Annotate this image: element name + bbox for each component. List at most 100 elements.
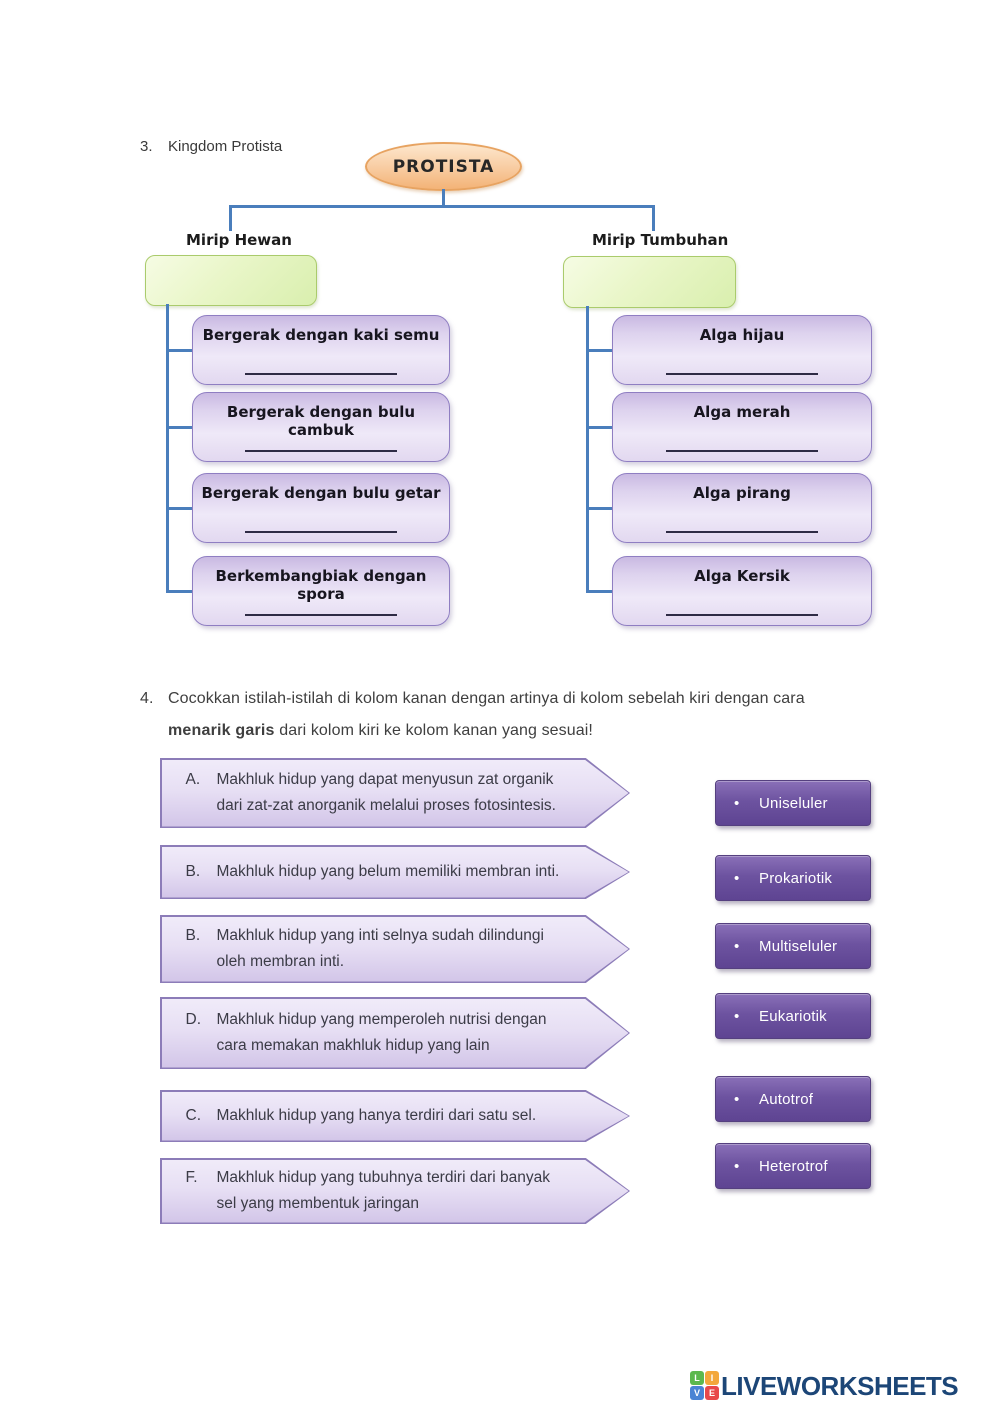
definition-letter: B. xyxy=(185,863,201,880)
logo-square-i: I xyxy=(705,1371,719,1385)
term-button-multiseluler[interactable]: • Multiseluler xyxy=(715,923,871,969)
term-label: Heterotrof xyxy=(759,1157,828,1175)
tree-connector-left-drop xyxy=(229,205,232,231)
protista-root-node: PROTISTA xyxy=(365,142,522,191)
term-label: Multiseluler xyxy=(759,937,838,955)
right-branch-line-3 xyxy=(586,507,612,510)
term-button-heterotrof[interactable]: • Heterotrof xyxy=(715,1143,871,1189)
definition-card-d[interactable]: D. Makhluk hidup yang memperoleh nutrisi… xyxy=(160,997,630,1069)
answer-blank[interactable] xyxy=(666,614,818,616)
answer-blank[interactable] xyxy=(245,614,397,616)
diagram-box-title: Alga merah xyxy=(693,403,791,421)
definition-letter: B. xyxy=(185,927,201,944)
definition-line: Makhluk hidup yang dapat menyusun zat or… xyxy=(216,771,554,788)
section-4-number: 4. xyxy=(140,690,154,707)
bullet-icon: • xyxy=(734,794,740,812)
tree-connector-stub xyxy=(442,189,445,207)
left-branch-line-4 xyxy=(166,590,192,593)
section-3-heading: 3. Kingdom Protista xyxy=(140,138,282,155)
left-branch-line-2 xyxy=(166,426,192,429)
definition-card-f[interactable]: F. Makhluk hidup yang tubuhnya terdiri d… xyxy=(160,1158,630,1224)
left-branch-line-3 xyxy=(166,507,192,510)
term-label: Prokariotik xyxy=(759,869,833,887)
instruction-bold-text: menarik garis xyxy=(168,722,275,739)
branch-label-mirip-tumbuhan: Mirip Tumbuhan xyxy=(592,231,729,249)
bullet-icon: • xyxy=(734,937,740,955)
bullet-icon: • xyxy=(734,1090,740,1108)
protista-root-label: PROTISTA xyxy=(392,156,495,177)
answer-blank[interactable] xyxy=(666,450,818,452)
term-button-autotrof[interactable]: • Autotrof xyxy=(715,1076,871,1122)
definition-letter: F. xyxy=(185,1169,198,1186)
branch-label-mirip-hewan: Mirip Hewan xyxy=(186,231,292,249)
definition-card-inner: A. Makhluk hidup yang dapat menyusun zat… xyxy=(161,759,629,827)
liveworksheets-logo: L I V E xyxy=(690,1371,719,1400)
right-branch-line-2 xyxy=(586,426,612,429)
definition-line: Makhluk hidup yang inti selnya sudah dil… xyxy=(216,927,544,944)
diagram-box-title: Bergerak dengan kaki semu xyxy=(202,326,440,344)
definition-card-b2[interactable]: B. Makhluk hidup yang inti selnya sudah … xyxy=(160,915,630,983)
definition-letter: C. xyxy=(185,1107,202,1124)
term-label: Eukariotik xyxy=(759,1007,827,1025)
answer-blank[interactable] xyxy=(245,450,397,452)
definition-line: sel yang membentuk jaringan xyxy=(216,1195,419,1212)
answer-blank[interactable] xyxy=(245,373,397,375)
answer-blank[interactable] xyxy=(666,531,818,533)
definition-card-c[interactable]: C. Makhluk hidup yang hanya terdiri dari… xyxy=(160,1090,630,1142)
term-button-uniseluler[interactable]: • Uniseluler xyxy=(715,780,871,826)
answer-blank[interactable] xyxy=(245,531,397,533)
logo-square-e: E xyxy=(705,1386,719,1400)
definition-card-inner: C. Makhluk hidup yang hanya terdiri dari… xyxy=(161,1091,629,1141)
tree-connector-horizontal xyxy=(229,205,655,208)
term-label: Uniseluler xyxy=(759,794,828,812)
diagram-box-title: Bergerak dengan bulu getar xyxy=(201,484,441,502)
term-button-prokariotik[interactable]: • Prokariotik xyxy=(715,855,871,901)
right-branch-line-4 xyxy=(586,590,612,593)
definition-card-inner: B. Makhluk hidup yang inti selnya sudah … xyxy=(161,916,629,982)
instruction-text-1: Cocokkan istilah-istilah di kolom kanan … xyxy=(168,690,805,707)
section-4-instruction-line2: menarik garis dari kolom kiri ke kolom k… xyxy=(168,722,593,740)
diagram-box-alga-pirang: Alga pirang xyxy=(612,473,872,543)
diagram-box-alga-kersik: Alga Kersik xyxy=(612,556,872,626)
bullet-icon: • xyxy=(734,869,740,887)
definition-card-b1[interactable]: B. Makhluk hidup yang belum memiliki mem… xyxy=(160,845,630,899)
definition-line: Makhluk hidup yang tubuhnya terdiri dari… xyxy=(216,1169,550,1186)
definition-line: oleh membran inti. xyxy=(216,953,345,970)
definition-card-inner: D. Makhluk hidup yang memperoleh nutrisi… xyxy=(161,998,629,1068)
section-3-title: Kingdom Protista xyxy=(168,138,283,155)
logo-square-l: L xyxy=(690,1371,704,1385)
diagram-box-title: Alga Kersik xyxy=(694,567,790,585)
tree-connector-right-drop xyxy=(652,205,655,231)
section-4-instruction-line1: 4. Cocokkan istilah-istilah di kolom kana… xyxy=(140,690,805,708)
diagram-box-title: Bergerak dengan bulu cambuk xyxy=(226,403,416,439)
left-branch-line-1 xyxy=(166,349,192,352)
term-label: Autotrof xyxy=(759,1090,814,1108)
diagram-box-alga-merah: Alga merah xyxy=(612,392,872,462)
instruction-text-2: dari kolom kiri ke kolom kanan yang sesu… xyxy=(274,722,593,739)
answer-blank[interactable] xyxy=(666,373,818,375)
left-subtree-trunk xyxy=(166,304,169,593)
answer-box-mirip-hewan[interactable] xyxy=(145,255,317,306)
definition-letter: D. xyxy=(185,1011,202,1028)
answer-box-mirip-tumbuhan[interactable] xyxy=(563,256,736,308)
diagram-box-bulu-cambuk: Bergerak dengan bulu cambuk xyxy=(192,392,450,462)
term-button-eukariotik[interactable]: • Eukariotik xyxy=(715,993,871,1039)
right-subtree-trunk xyxy=(586,306,589,593)
diagram-box-kaki-semu: Bergerak dengan kaki semu xyxy=(192,315,450,385)
bullet-icon: • xyxy=(734,1157,740,1175)
definition-line: Makhluk hidup yang belum memiliki membra… xyxy=(216,863,560,880)
definition-card-inner: F. Makhluk hidup yang tubuhnya terdiri d… xyxy=(161,1159,629,1223)
logo-square-v: V xyxy=(690,1386,704,1400)
diagram-box-title: Alga pirang xyxy=(693,484,791,502)
definition-line: Makhluk hidup yang hanya terdiri dari sa… xyxy=(216,1107,537,1124)
definition-line: cara memakan makhluk hidup yang lain xyxy=(216,1037,490,1054)
brand-wordmark: LIVEWORKSHEETS xyxy=(721,1371,959,1401)
definition-letter: A. xyxy=(185,771,201,788)
definition-line: Makhluk hidup yang memperoleh nutrisi de… xyxy=(216,1011,547,1028)
bullet-icon: • xyxy=(734,1007,740,1025)
section-3-number: 3. xyxy=(140,138,153,155)
diagram-box-alga-hijau: Alga hijau xyxy=(612,315,872,385)
definition-card-a[interactable]: A. Makhluk hidup yang dapat menyusun zat… xyxy=(160,758,630,828)
diagram-box-title: Berkembangbiak dengan spora xyxy=(215,567,427,603)
